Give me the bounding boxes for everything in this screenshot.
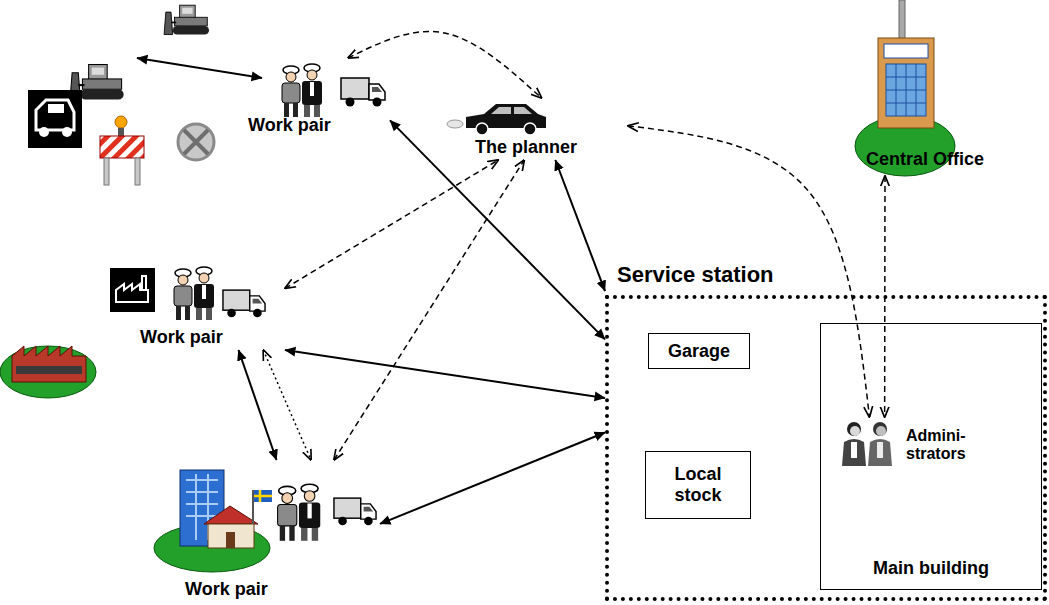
node-label: Main building xyxy=(873,558,989,579)
window-grid xyxy=(886,64,926,116)
office-windows xyxy=(886,64,926,116)
factory-windows xyxy=(16,366,82,374)
house-door xyxy=(226,532,235,548)
solid-connector xyxy=(239,350,277,460)
house-wall xyxy=(208,524,254,548)
icon-ground xyxy=(110,268,155,312)
car-window xyxy=(491,107,532,114)
work-pair-node: Work pair xyxy=(150,460,380,602)
planner-node: The planner xyxy=(455,98,628,160)
equipment-arrow xyxy=(137,58,262,78)
administrator-icon xyxy=(842,422,892,466)
main-building-box: Admini- stratorsMain building xyxy=(820,323,1042,590)
car-icon xyxy=(447,104,546,135)
dashed-connector xyxy=(348,31,542,98)
node-label: Admini- strators xyxy=(906,427,978,464)
wheel xyxy=(524,123,536,135)
local-stock-box: Local stock xyxy=(645,451,751,519)
truck-icon xyxy=(341,78,385,107)
sign-cross xyxy=(184,130,208,154)
antenna xyxy=(899,0,905,40)
node-label: The planner xyxy=(475,137,577,158)
node-label: Local stock xyxy=(658,464,738,505)
node-label: Garage xyxy=(668,341,730,362)
dashed-connector xyxy=(334,160,524,460)
node-label: Work pair xyxy=(185,579,268,600)
wheel xyxy=(39,127,49,137)
exhaust-puff xyxy=(447,120,463,128)
office-sign xyxy=(884,44,928,58)
truck-icon xyxy=(223,290,265,317)
factory-building xyxy=(12,346,86,382)
solid-connector xyxy=(285,350,605,398)
bulldozer-icon xyxy=(164,5,209,34)
flag-pole xyxy=(252,490,254,524)
central-office-node: Central Office xyxy=(845,30,1005,176)
city-icon xyxy=(154,470,272,572)
swedish-flag xyxy=(254,490,272,502)
ground-ellipse xyxy=(154,524,270,572)
solid-connector xyxy=(390,120,605,339)
jeep-window xyxy=(48,104,64,113)
office-building xyxy=(878,38,934,128)
warning-lamp xyxy=(115,116,127,128)
dotted-connector xyxy=(263,350,311,460)
node-label: Work pair xyxy=(248,115,331,136)
service-station-region: GarageAdmini- stratorsMain buildingLocal… xyxy=(605,260,1049,605)
road-barrier-icon xyxy=(100,116,144,185)
barrier-board xyxy=(100,136,144,158)
factory-outline xyxy=(116,276,148,302)
factory-icon xyxy=(0,268,155,398)
worker-pair-icon xyxy=(282,64,322,117)
work-pair-node: Work pair xyxy=(240,58,390,138)
wheel xyxy=(62,127,72,137)
jeep-outline xyxy=(36,100,74,130)
ground-ellipse xyxy=(0,346,96,398)
barrier-leg xyxy=(104,158,109,185)
dashed-connector xyxy=(884,176,886,417)
wheel xyxy=(476,123,488,135)
solid-connector xyxy=(380,433,605,524)
region-heading: Service station xyxy=(617,262,774,287)
dashed-connector xyxy=(285,160,498,288)
garage-box: Garage xyxy=(648,333,750,369)
worker-pair-icon xyxy=(278,484,321,541)
road-sign-icon xyxy=(178,124,214,160)
lamp-post xyxy=(118,128,124,136)
solid-connector xyxy=(555,160,605,291)
worker-pair-icon xyxy=(174,267,214,320)
sign-disc xyxy=(178,124,214,160)
flag-cross xyxy=(254,490,272,502)
node-label: Work pair xyxy=(140,327,223,348)
node-label: Central Office xyxy=(866,149,984,170)
house-roof xyxy=(204,506,258,524)
jeep-icon xyxy=(28,90,82,148)
work-pair-node: Work pair xyxy=(130,262,285,350)
administrators-node: Admini- strators xyxy=(836,417,988,473)
icon-ground xyxy=(28,90,82,148)
truck-icon xyxy=(334,498,376,525)
barrier-leg xyxy=(135,158,140,185)
